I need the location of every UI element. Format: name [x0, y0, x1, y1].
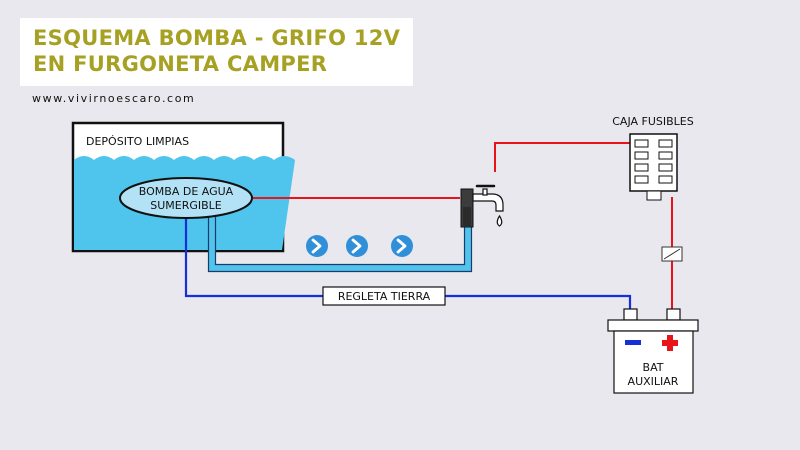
ground-strip-label: REGLETA TIERRA — [338, 290, 431, 303]
auxiliary-battery: BAT AUXILIAR — [607, 308, 699, 394]
flow-arrow-1 — [306, 235, 328, 257]
ground-wire — [184, 218, 632, 310]
website-url: www.vivirnoescaro.com — [32, 92, 196, 105]
submersible-pump: BOMBA DE AGUA SUMERGIBLE — [119, 177, 253, 219]
title-line-1: ESQUEMA BOMBA - GRIFO 12V — [33, 26, 401, 50]
fuse-box: CAJA FUSIBLES — [612, 115, 694, 201]
negative-terminal-icon — [625, 340, 641, 345]
battery-label-line1: BAT — [643, 361, 664, 374]
pump-label-line1: BOMBA DE AGUA — [139, 185, 234, 198]
pump-label-line2: SUMERGIBLE — [150, 199, 222, 212]
title-line-2: EN FURGONETA CAMPER — [33, 52, 328, 76]
flow-arrow-2 — [346, 235, 368, 257]
water-pipe — [208, 216, 472, 272]
positive-wire-tap-fusebox — [494, 142, 630, 172]
ground-strip: REGLETA TIERRA — [322, 286, 446, 306]
flow-arrow-3 — [391, 235, 413, 257]
tank-label: DEPÓSITO LIMPIAS — [86, 135, 189, 148]
positive-terminal-icon — [662, 335, 678, 351]
title-box: ESQUEMA BOMBA - GRIFO 12V EN FURGONETA C… — [20, 18, 413, 86]
inline-fuse — [661, 246, 683, 262]
battery-label-line2: AUXILIAR — [628, 375, 679, 388]
fuse-box-label: CAJA FUSIBLES — [612, 115, 694, 128]
tap-icon — [460, 184, 504, 228]
water-tank: DEPÓSITO LIMPIAS — [71, 121, 295, 253]
